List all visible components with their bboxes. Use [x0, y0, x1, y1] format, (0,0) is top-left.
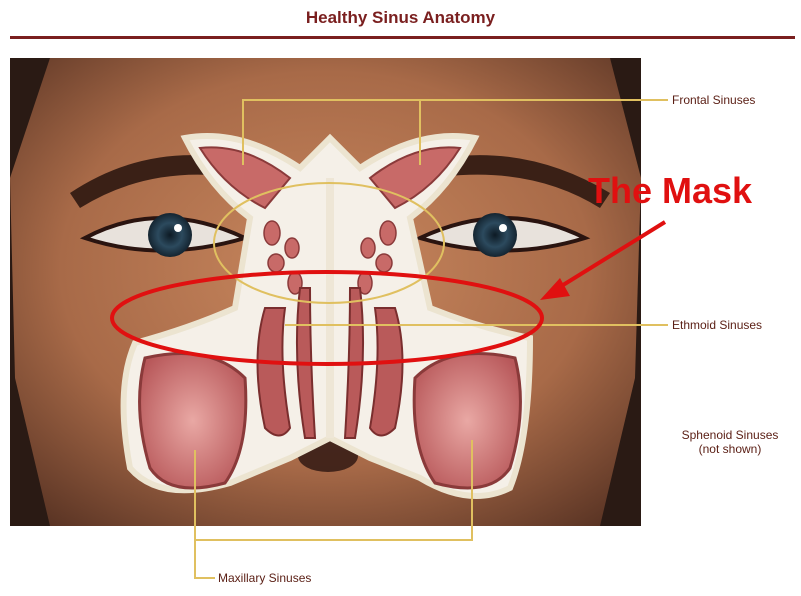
ethmoid-sinuses-label: Ethmoid Sinuses	[672, 318, 762, 332]
frontal-leader-line	[243, 100, 668, 165]
mask-arrow	[540, 222, 665, 300]
sphenoid-label-line2: (not shown)	[660, 442, 800, 456]
mask-annotation-label: The Mask	[588, 170, 752, 212]
maxillary-leader-line	[195, 440, 472, 578]
frontal-sinuses-label: Frontal Sinuses	[672, 93, 755, 107]
mask-ellipse	[112, 272, 542, 364]
maxillary-sinuses-label: Maxillary Sinuses	[218, 571, 311, 585]
sphenoid-sinuses-label: Sphenoid Sinuses (not shown)	[660, 428, 800, 456]
sphenoid-label-line1: Sphenoid Sinuses	[660, 428, 800, 442]
